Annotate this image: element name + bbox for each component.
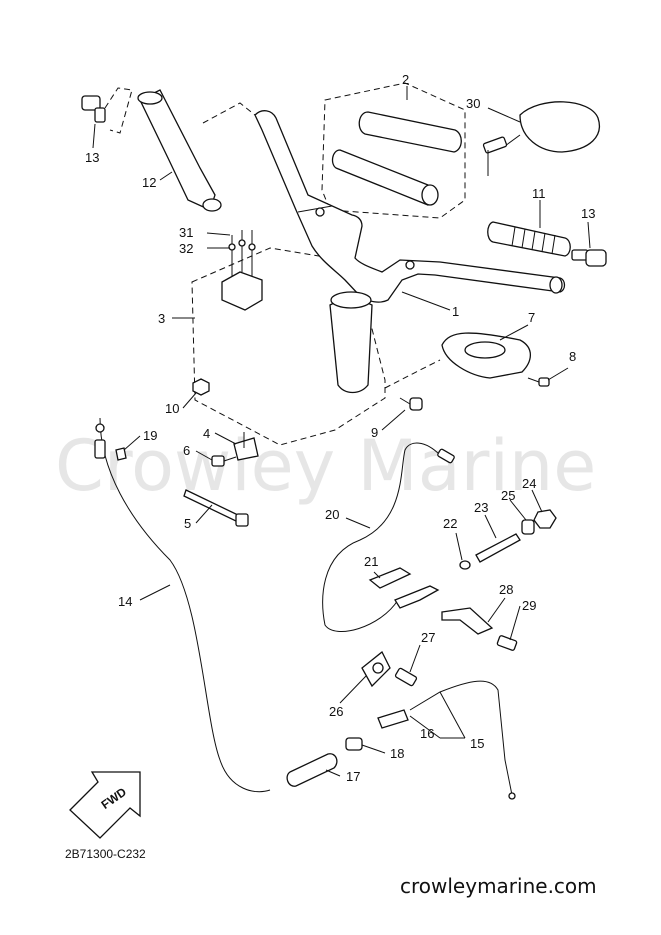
- upper-holder: [221, 230, 263, 311]
- callout-13-right: 13: [581, 206, 595, 221]
- diagram-code: 2B71300-C232: [65, 847, 146, 861]
- throttle-cable-15: [377, 680, 516, 800]
- grip-set-box: [321, 82, 466, 219]
- grip-12-box: [202, 102, 256, 124]
- adjuster-assembly: [394, 509, 557, 609]
- bolt-6: [211, 455, 237, 467]
- callout-14: 14: [118, 594, 132, 609]
- screw-19: [115, 447, 127, 461]
- callout-3: 3: [158, 311, 165, 326]
- callout-31: 31: [179, 225, 193, 240]
- nut-10: [192, 378, 210, 396]
- callout-24: 24: [522, 476, 536, 491]
- handlebar-cover: [441, 332, 532, 379]
- holder-assy-box: [191, 247, 386, 446]
- callout-30: 30: [466, 96, 480, 111]
- clamp-26: [361, 650, 391, 688]
- bolt-9: [399, 397, 423, 411]
- bar-end-left: [81, 95, 106, 123]
- cover-7-box: [384, 359, 441, 389]
- callout-28: 28: [499, 582, 513, 597]
- throttle-cable-14: [99, 417, 271, 793]
- callout-2: 2: [402, 72, 409, 87]
- end-13-box: [104, 87, 133, 134]
- throttle-cable-20: [322, 442, 441, 633]
- mirror: [482, 101, 600, 176]
- handlebar-holder-lower: [329, 291, 373, 394]
- bolt-27: [394, 667, 418, 687]
- site-url: crowleymarine.com: [400, 874, 597, 898]
- throttle-tube-17: [286, 753, 338, 787]
- collar-18: [345, 737, 363, 751]
- callout-27: 27: [421, 630, 435, 645]
- grip-set: [331, 111, 462, 206]
- callouts: 1 2 3 4 5 6 7 8 9 10 11 12 13 13 14 15 1…: [85, 72, 595, 784]
- callout-1: 1: [452, 304, 459, 319]
- callout-12: 12: [142, 175, 156, 190]
- callout-11: 11: [532, 186, 546, 201]
- callout-9: 9: [371, 425, 378, 440]
- callout-21: 21: [364, 554, 378, 569]
- callout-23: 23: [474, 500, 488, 515]
- callout-18: 18: [390, 746, 404, 761]
- callout-10: 10: [165, 401, 179, 416]
- bracket-28: [441, 607, 494, 635]
- leader-lines: [92, 86, 591, 777]
- callout-20: 20: [325, 507, 339, 522]
- watermark-text: Crowley Marine: [55, 425, 596, 507]
- callout-25: 25: [501, 488, 515, 503]
- callout-5: 5: [184, 516, 191, 531]
- callout-32: 32: [179, 241, 193, 256]
- bracket-4: [233, 432, 259, 461]
- handlebar: [254, 110, 566, 303]
- callout-6: 6: [183, 443, 190, 458]
- callout-7: 7: [528, 310, 535, 325]
- callout-13-left: 13: [85, 150, 99, 165]
- callout-29: 29: [522, 598, 536, 613]
- callout-8: 8: [569, 349, 576, 364]
- callout-19: 19: [143, 428, 157, 443]
- cable-band: [183, 489, 249, 527]
- throttle-grip: [487, 221, 571, 257]
- cable-clamp-21: [368, 567, 412, 589]
- callout-26: 26: [329, 704, 343, 719]
- callout-22: 22: [443, 516, 457, 531]
- callout-15: 15: [470, 736, 484, 751]
- bar-end-right: [571, 249, 607, 267]
- callout-4: 4: [203, 426, 210, 441]
- callout-16: 16: [420, 726, 434, 741]
- callout-17: 17: [346, 769, 360, 784]
- bolt-29: [496, 635, 518, 651]
- fwd-arrow: FWD: [69, 771, 141, 839]
- grip-left: [137, 89, 222, 212]
- bolt-8: [527, 377, 550, 387]
